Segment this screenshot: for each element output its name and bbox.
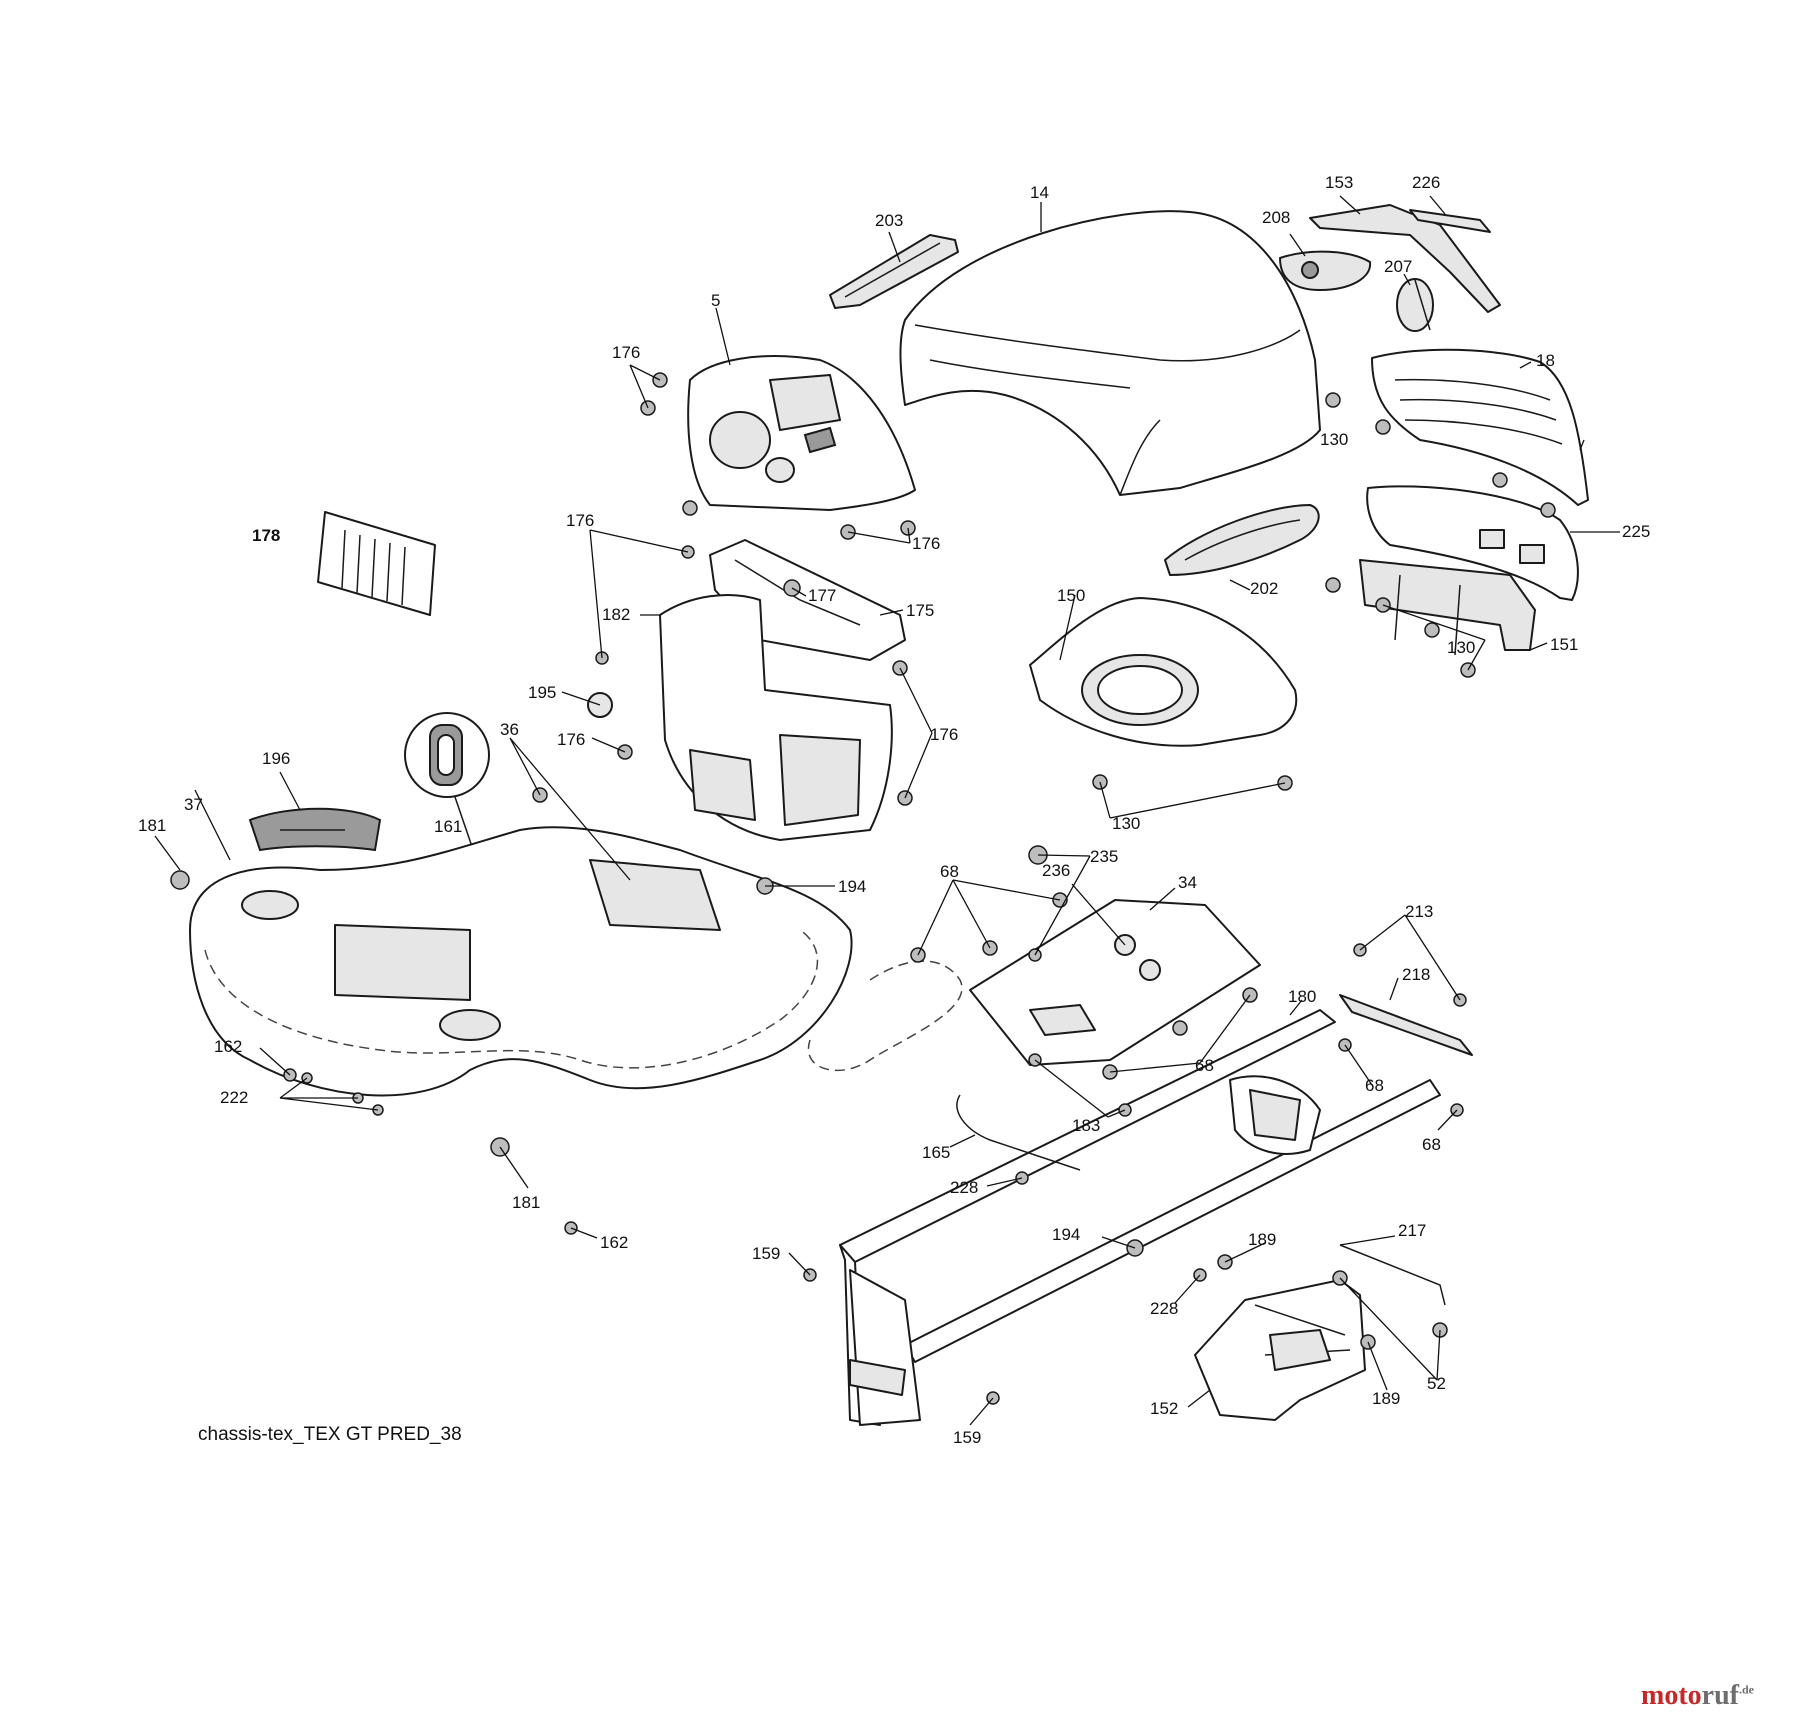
watermark-part2: ruf <box>1701 1680 1739 1711</box>
watermark-tld: .de <box>1738 1682 1754 1697</box>
callout-18: 18 <box>1536 351 1555 370</box>
watermark-logo: motoruf.de <box>1641 1680 1754 1712</box>
part-trim-226 <box>1409 209 1491 233</box>
callout-68-d: 68 <box>1422 1135 1441 1154</box>
diagram-caption: chassis-tex_TEX GT PRED_38 <box>198 1424 462 1445</box>
callout-202: 202 <box>1250 579 1278 598</box>
part-shroud-182 <box>659 594 893 841</box>
callout-68-a: 68 <box>940 862 959 881</box>
callout-208: 208 <box>1262 208 1290 227</box>
part-dash-5 <box>687 355 916 511</box>
part-trim-203 <box>829 234 959 309</box>
callout-68-c: 68 <box>1365 1076 1384 1095</box>
callout-153: 153 <box>1325 173 1353 192</box>
callout-176-b: 176 <box>566 511 594 530</box>
part-hood-14 <box>899 210 1321 496</box>
part-rod-217 <box>1339 1244 1446 1306</box>
part-lens-208 <box>1279 250 1372 291</box>
callout-217: 217 <box>1398 1221 1426 1240</box>
part-shield-150 <box>1029 597 1298 747</box>
callout-159-b: 159 <box>953 1428 981 1447</box>
callout-203: 203 <box>875 211 903 230</box>
callout-194-a: 194 <box>838 877 866 896</box>
part-guard-152 <box>1194 1279 1366 1421</box>
callout-182: 182 <box>602 605 630 624</box>
callout-226: 226 <box>1412 173 1440 192</box>
callout-151: 151 <box>1550 635 1578 654</box>
callout-236: 236 <box>1042 861 1070 880</box>
callout-162-b: 162 <box>600 1233 628 1252</box>
callout-175: 175 <box>906 601 934 620</box>
callout-235: 235 <box>1090 847 1118 866</box>
part-socket-207 <box>1396 278 1434 332</box>
callout-152: 152 <box>1150 1399 1178 1418</box>
callout-36: 36 <box>500 720 519 739</box>
callout-150: 150 <box>1057 586 1085 605</box>
watermark-part1: moto <box>1641 1680 1702 1711</box>
part-grille-18 <box>1371 348 1589 506</box>
callout-68-b: 68 <box>1195 1056 1214 1075</box>
callout-189-b: 189 <box>1372 1389 1400 1408</box>
callout-189-a: 189 <box>1248 1230 1276 1249</box>
callout-195: 195 <box>528 683 556 702</box>
callout-180: 180 <box>1288 987 1316 1006</box>
part-fender-37 <box>189 826 853 1097</box>
callout-176-c: 176 <box>912 534 940 553</box>
callout-130-c: 130 <box>1112 814 1140 833</box>
callout-228-b: 228 <box>1150 1299 1178 1318</box>
part-frame-180 <box>839 1009 1441 1426</box>
callout-176-d: 176 <box>557 730 585 749</box>
callout-52: 52 <box>1427 1374 1446 1393</box>
callout-181-a: 181 <box>138 816 166 835</box>
callout-228-a: 228 <box>950 1178 978 1197</box>
part-vent-202 <box>1164 504 1320 576</box>
callout-130-a: 130 <box>1320 430 1348 449</box>
part-bracket-218 <box>1339 994 1473 1056</box>
callout-183: 183 <box>1072 1116 1100 1135</box>
callout-178: 178 <box>252 526 280 545</box>
callout-196: 196 <box>262 749 290 768</box>
callout-225: 225 <box>1622 522 1650 541</box>
part-screen-178 <box>317 511 436 616</box>
callout-37: 37 <box>184 795 203 814</box>
callout-labels: 14 153 226 203 208 207 5 176 18 130 225 … <box>138 173 1650 1447</box>
part-rod-165 <box>956 1094 1081 1171</box>
callout-165: 165 <box>922 1143 950 1162</box>
callout-177: 177 <box>808 586 836 605</box>
callout-181-b: 181 <box>512 1193 540 1212</box>
callout-161: 161 <box>434 817 462 836</box>
leader-lines <box>154 195 1620 1426</box>
callout-218: 218 <box>1402 965 1430 984</box>
callout-213: 213 <box>1405 902 1433 921</box>
callout-5: 5 <box>711 291 720 310</box>
callout-176-e: 176 <box>930 725 958 744</box>
callout-162-a: 162 <box>214 1037 242 1056</box>
callout-130-b: 130 <box>1447 638 1475 657</box>
callout-194-b: 194 <box>1052 1225 1080 1244</box>
part-bumper-225 <box>1366 485 1579 601</box>
callout-222: 222 <box>220 1088 248 1107</box>
callout-34: 34 <box>1178 873 1197 892</box>
callout-207: 207 <box>1384 257 1412 276</box>
callout-14: 14 <box>1030 183 1049 202</box>
callout-159-a: 159 <box>752 1244 780 1263</box>
part-plate-196 <box>248 807 382 852</box>
callout-176-a: 176 <box>612 343 640 362</box>
part-plate-34 <box>807 899 1261 1072</box>
